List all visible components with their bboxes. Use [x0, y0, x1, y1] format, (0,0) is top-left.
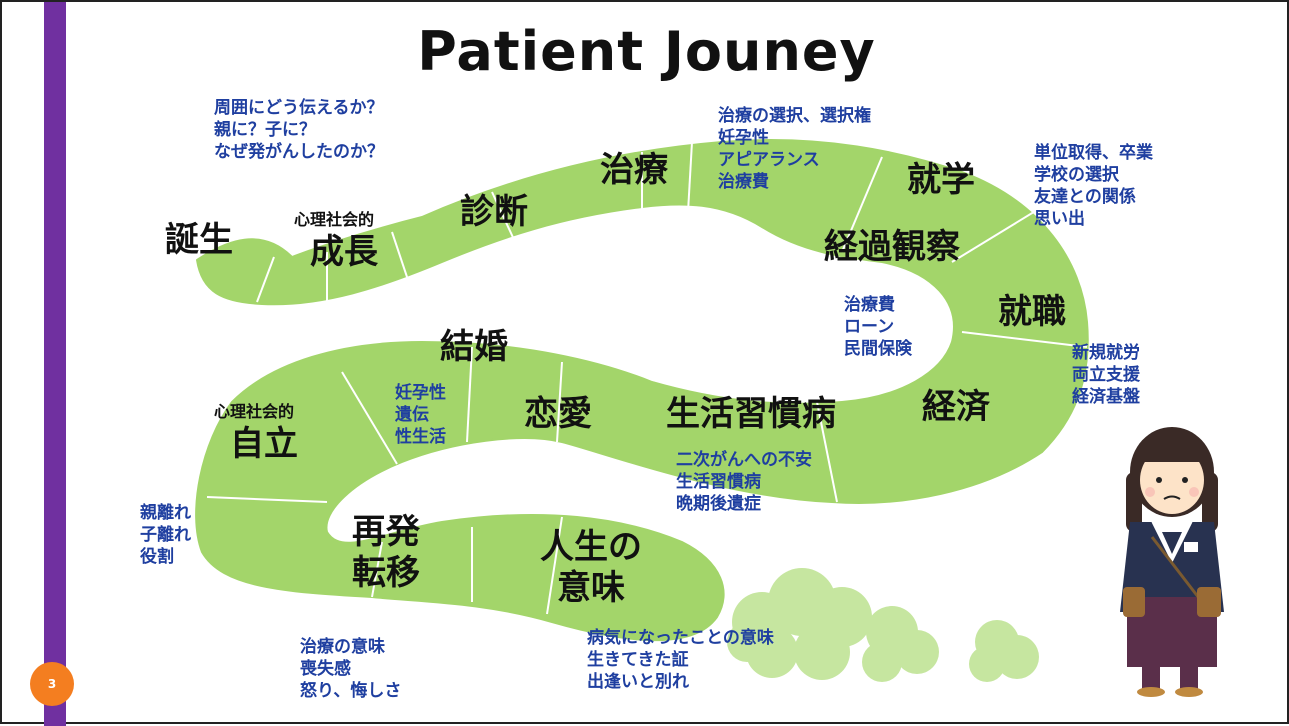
note-romance: 妊孕性 遺伝 性生活 — [395, 382, 446, 448]
note-line: 両立支援 — [1072, 365, 1140, 386]
stage-romance: 恋愛 — [524, 394, 592, 434]
stage-schooling: 就学 — [907, 160, 975, 200]
note-line: 治療費 — [718, 172, 769, 193]
stage-relapse-line1: 再発 — [352, 512, 420, 552]
stage-diagnosis: 診断 — [460, 192, 528, 232]
stage-psychosocial-label: 心理社会的 — [214, 402, 295, 421]
note-line: 喪失感 — [300, 659, 351, 680]
note-line: 経済基盤 — [1072, 387, 1140, 408]
stage-marriage: 結婚 — [440, 327, 508, 367]
stage-psychosocial-label: 心理社会的 — [294, 210, 375, 229]
schoolgirl-illustration — [1120, 427, 1224, 697]
note-line: 遺伝 — [395, 405, 429, 426]
note-line: 性生活 — [395, 427, 446, 448]
stage-follow-up: 経過観察 — [824, 227, 960, 267]
stage-relapse: 再発 転移 — [352, 512, 420, 594]
page-number-badge: 3 — [30, 662, 74, 706]
note-line: 新規就労 — [1072, 343, 1140, 363]
note-line: 妊孕性 — [395, 383, 446, 403]
note-line: 治療費 — [844, 295, 895, 315]
note-line: 怒り、悔しさ — [300, 681, 402, 702]
note-line: 出逢いと別れ — [587, 672, 689, 693]
stage-employment: 就職 — [998, 292, 1066, 332]
note-line: 民間保険 — [844, 339, 912, 360]
note-line: 生きてきた証 — [587, 650, 689, 671]
note-independence: 親離れ 子離れ 役割 — [140, 502, 191, 568]
note-relapse: 治療の意味 喪失感 怒り、悔しさ — [300, 636, 401, 702]
note-line: 思い出 — [1034, 209, 1085, 230]
stage-independence: 自立 — [230, 424, 298, 464]
note-line: ローン — [844, 317, 895, 338]
stage-economy: 経済 — [922, 387, 990, 427]
note-line: 妊孕性 — [718, 128, 769, 149]
note-line: 親に？子に？ — [214, 120, 316, 141]
note-schooling: 単位取得、卒業 学校の選択 友達との関係 思い出 — [1034, 142, 1153, 230]
note-lifestyle: 二次がんへの不安 生活習慣病 晩期後遺症 — [676, 449, 812, 515]
note-treatment: 治療の選択、選択権 妊孕性 アピアランス 治療費 — [718, 105, 871, 193]
stage-relapse-line2: 転移 — [352, 552, 420, 593]
note-line: 二次がんへの不安 — [676, 450, 812, 470]
note-line: 病気になったことの意味 — [587, 628, 774, 648]
note-line: 治療の意味 — [300, 637, 385, 657]
note-line: 役割 — [140, 547, 174, 568]
stage-meaning-line2: 意味 — [557, 567, 625, 608]
slide-title: Patient Jouney — [417, 20, 876, 83]
stage-treatment: 治療 — [600, 150, 668, 190]
note-line: 子離れ — [140, 525, 191, 546]
note-line: 周囲にどう伝えるか？ — [214, 98, 384, 118]
accent-bar — [44, 2, 66, 726]
stage-lifestyle-disease: 生活習慣病 — [666, 394, 836, 434]
note-meaning: 病気になったことの意味 生きてきた証 出逢いと別れ — [587, 627, 774, 693]
stage-meaning-line1: 人生の — [540, 527, 642, 567]
note-line: 学校の選択 — [1034, 165, 1119, 186]
note-line: なぜ発がんしたのか？ — [214, 142, 384, 163]
note-line: 治療の選択、選択権 — [718, 106, 871, 126]
road-dividers — [206, 141, 1088, 615]
note-line: 単位取得、卒業 — [1034, 143, 1153, 163]
note-diagnosis: 周囲にどう伝えるか？ 親に？子に？ なぜ発がんしたのか？ — [214, 97, 384, 163]
note-line: 晩期後遺症 — [676, 494, 761, 515]
note-costs: 治療費 ローン 民間保険 — [844, 294, 912, 360]
stage-birth: 誕生 — [165, 220, 233, 260]
road-path — [195, 139, 1089, 642]
note-line: 友達との関係 — [1034, 187, 1136, 208]
bush-icon — [727, 568, 1039, 682]
note-line: アピアランス — [718, 150, 820, 171]
stage-meaning-of-life: 人生の 意味 — [540, 527, 642, 609]
note-line: 生活習慣病 — [676, 472, 761, 493]
note-employment: 新規就労 両立支援 経済基盤 — [1072, 342, 1140, 408]
stage-growth: 成長 — [310, 232, 378, 272]
note-line: 親離れ — [140, 503, 191, 523]
